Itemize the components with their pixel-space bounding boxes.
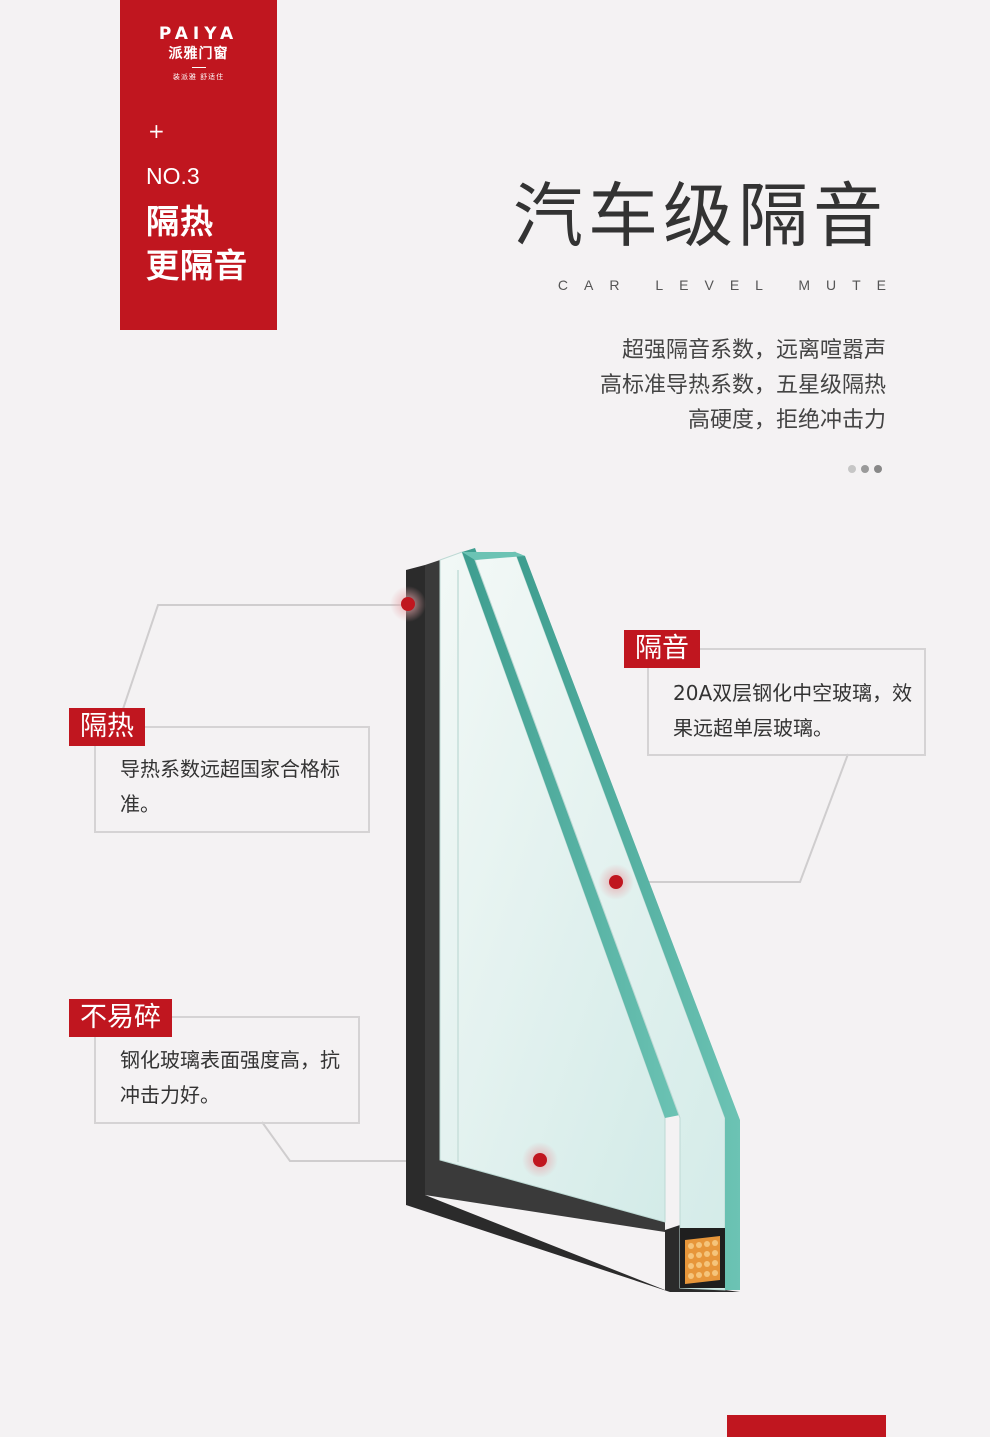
description-line: 超强隔音系数，远离喧嚣声 — [621, 338, 886, 363]
carousel-dot[interactable] — [861, 465, 869, 473]
callout-break-tag: 不易碎 — [69, 999, 172, 1037]
outer-glass-rim — [462, 552, 525, 560]
feature-title-line1: 隔热 — [146, 202, 214, 241]
desiccant-beads — [688, 1240, 718, 1279]
carousel-dot[interactable] — [874, 465, 882, 473]
plus-icon: + — [148, 119, 165, 143]
frame-inner-edge — [425, 560, 665, 1232]
inner-glass-edge — [462, 548, 680, 1118]
desiccant-fill — [685, 1236, 720, 1284]
brand-logo: PAIYA 派雅门窗 装派雅 舒适住 — [120, 24, 277, 82]
callout-heat-text: 导热系数远超国家合格标准。 — [120, 757, 340, 816]
page-subtitle: CAR LEVEL MUTE — [557, 277, 902, 293]
callout-sound-text: 20A双层钢化中空玻璃，效果远超单层玻璃。 — [673, 681, 913, 740]
feature-title-line2: 更隔音 — [146, 246, 248, 285]
page-title: 汽车级隔音 — [513, 175, 888, 257]
callout-break: 不易碎 钢化玻璃表面强度高，抗冲击力好。 — [69, 999, 360, 1124]
bottom-accent-bar — [727, 1415, 886, 1437]
logo-english: PAIYA — [158, 24, 239, 44]
callout-sound-tag: 隔音 — [624, 630, 700, 668]
feature-number: NO.3 — [146, 163, 200, 189]
hotspot-heat[interactable] — [390, 586, 426, 622]
hotspot-break[interactable] — [522, 1142, 558, 1178]
logo-slogan: 装派雅 舒适住 — [172, 73, 225, 81]
description-line: 高标准导热系数，五星级隔热 — [599, 373, 886, 398]
callout-heat: 隔热 导热系数远超国家合格标准。 — [69, 708, 370, 833]
inner-glass-pane — [439, 551, 666, 1223]
hotspot-sound[interactable] — [598, 864, 634, 900]
description: 超强隔音系数，远离喧嚣声 高标准导热系数，五星级隔热 高硬度，拒绝冲击力 — [600, 333, 886, 438]
logo-chinese: 派雅门窗 — [168, 46, 229, 62]
carousel-dot[interactable] — [848, 465, 856, 473]
callout-break-text: 钢化玻璃表面强度高，抗冲击力好。 — [120, 1048, 340, 1107]
logo-divider — [191, 67, 206, 68]
leader-line-heat — [121, 604, 408, 713]
leader-line-sound — [616, 753, 849, 883]
callout-sound: 隔音 20A双层钢化中空玻璃，效果远超单层玻璃。 — [624, 630, 926, 756]
brand-panel: PAIYA 派雅门窗 装派雅 舒适住 + NO.3 隔热 更隔音 — [120, 0, 277, 330]
description-line: 高硬度，拒绝冲击力 — [687, 408, 886, 433]
callout-heat-tag: 隔热 — [69, 708, 145, 746]
